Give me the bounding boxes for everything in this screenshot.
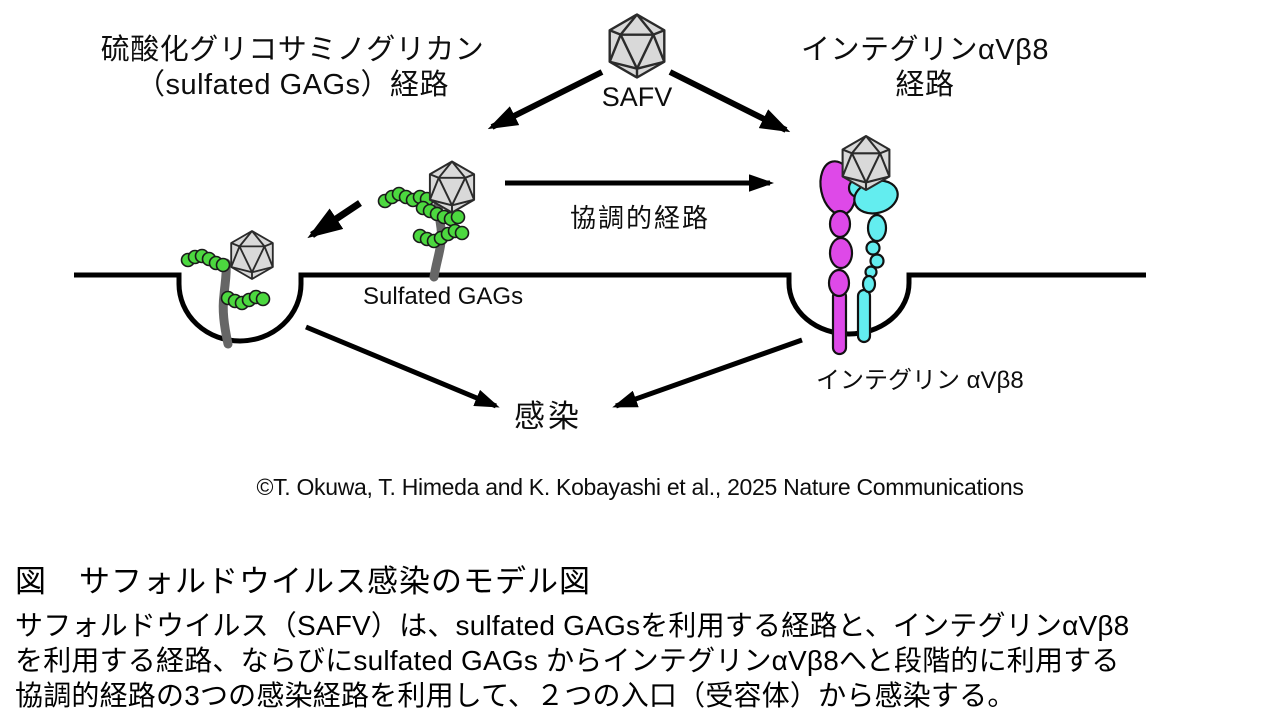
left-pathway-title-line1: 硫酸化グリコサミノグリカン [100, 34, 485, 66]
cooperative-pathway-label: 協調的経路 [569, 203, 710, 233]
sulfated-gag-receptor [377, 160, 476, 282]
caption-title: 図 サフォルドウイルス感染のモデル図 [15, 564, 591, 599]
gag-bead-chain [377, 186, 470, 249]
credit-line: ©T. Okuwa, T. Himeda and K. Kobayashi et… [256, 474, 1024, 500]
pathway-arrows [305, 69, 803, 409]
infection-model-diagram [74, 13, 1146, 409]
cell-membrane [74, 272, 1146, 344]
virus-to-pit-arrow [307, 200, 362, 239]
safv-label: SAFV [601, 82, 673, 112]
safv-virus-icon [608, 13, 666, 79]
caption-body-line2: を利用する経路、ならびにsulfated GAGs からインテグリンαVβ8へと… [15, 645, 1120, 676]
integrin-avb8 [819, 134, 899, 356]
gag-bead-chain [180, 248, 271, 311]
integrin-avb8-label: インテグリン αVβ8 [816, 367, 1024, 394]
caption-body-line1: サフォルドウイルス（SAFV）は、sulfated GAGsを利用する経路と、イ… [15, 610, 1130, 641]
diagram-canvas [74, 13, 1146, 409]
safv-to-right-arrow [668, 69, 791, 133]
right-pathway-title-line2: 経路 [895, 69, 955, 101]
right-pathway-title-line1: インテグリンαVβ8 [801, 34, 1049, 66]
caption-body-line3: 協調的経路の3つの感染経路を利用して、２つの入口（受容体）から感染する。 [15, 680, 1016, 711]
left-pit-virus-gag [180, 230, 274, 349]
left-pit-to-infection-arrow [305, 324, 500, 409]
left-pathway-title-line2: （sulfated GAGs）経路 [135, 69, 450, 101]
virus-icon [230, 230, 274, 280]
right-pit-to-infection-arrow [612, 337, 803, 409]
infection-label: 感染 [514, 399, 582, 434]
safv-to-left-arrow [487, 69, 604, 130]
sulfated-gags-label: Sulfated GAGs [363, 283, 524, 310]
